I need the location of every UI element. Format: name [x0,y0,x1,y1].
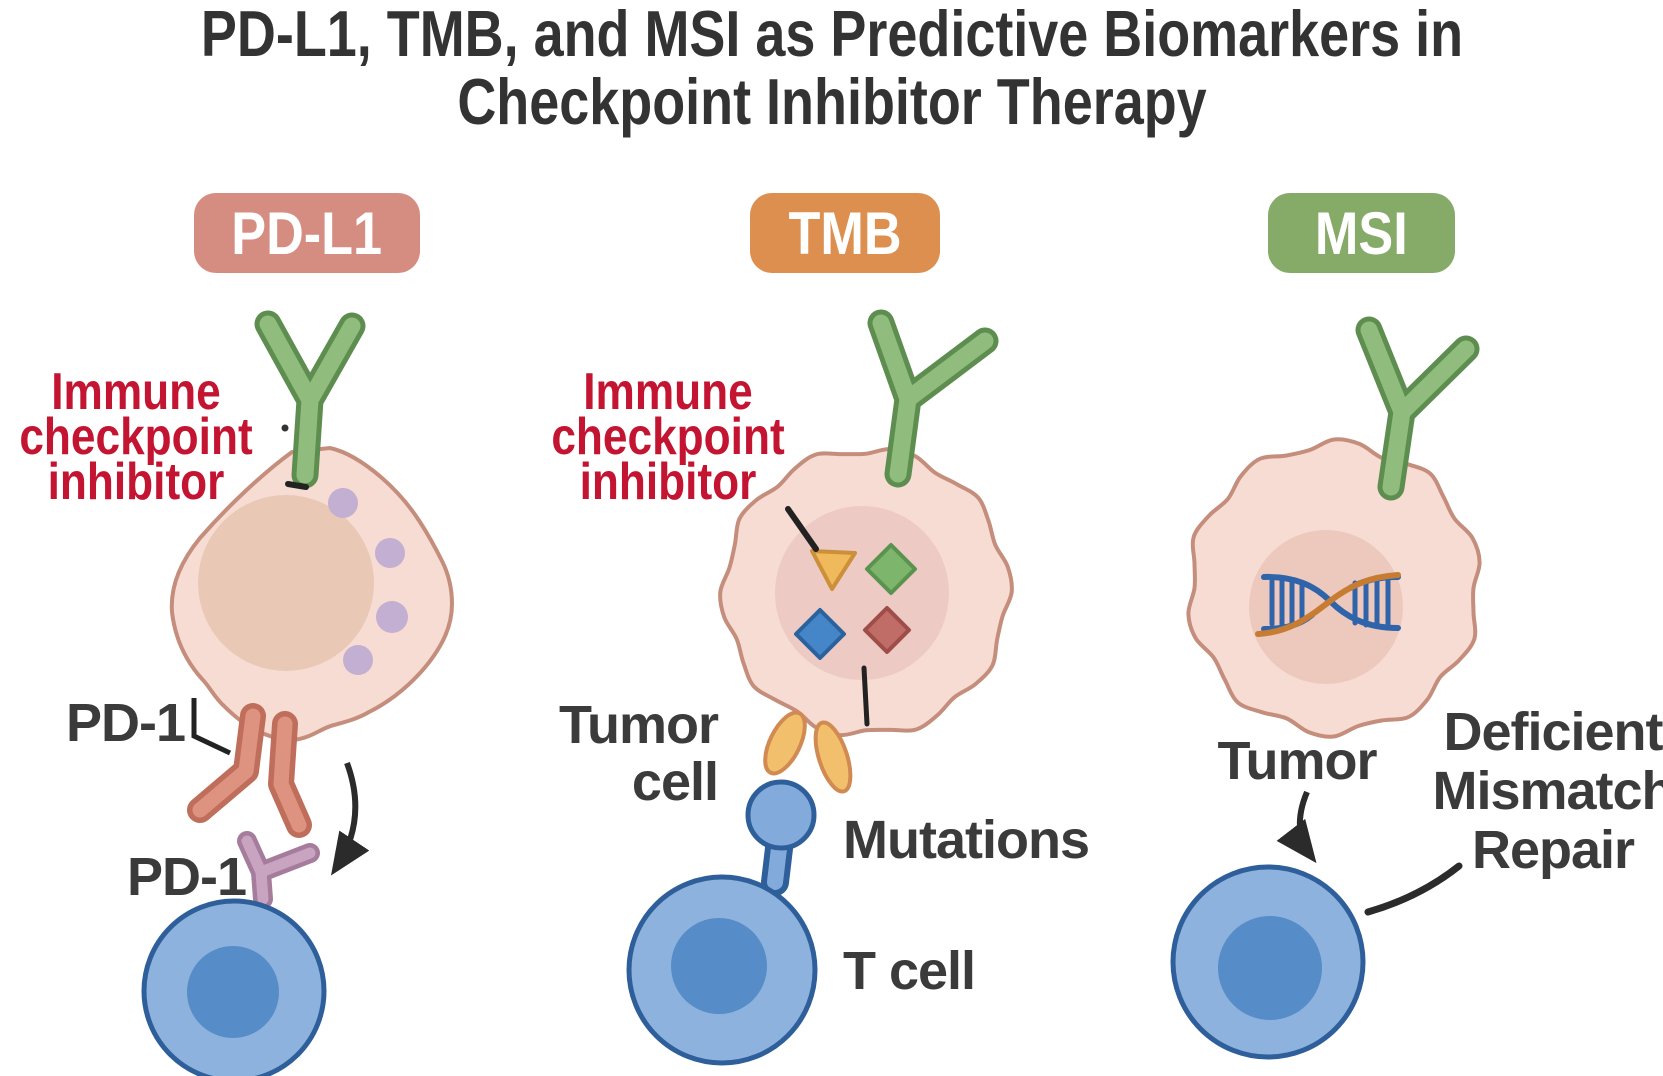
mutation-blue-diamond-icon [794,608,846,660]
pdl1-pd1-complex-icon [187,703,312,838]
badge-tmb: TMB [750,193,940,273]
pd1-label-bottom: PD-1 [126,847,247,907]
inhibitor-pointer-line [785,506,819,552]
pdl1-inhibitor-label: Immune checkpoint inhibitor [19,363,253,511]
mutations-label: Mutations [843,810,1090,870]
badge-msi: MSI [1268,193,1455,273]
t-cell-label: T cell [843,941,976,1001]
pdl1-t-cell-icon [141,898,327,1076]
pointer-dot [281,424,289,432]
mutation-fragments-icon [763,710,853,794]
mutations-pointer-line [861,665,870,727]
msi-tumor-cell-icon [1186,437,1482,739]
pd1-bracket [191,698,232,756]
pdl1-tumor-cell-icon [169,445,455,742]
tumor-arrow [1276,790,1317,864]
mutation-triangle-icon [810,549,857,591]
tmb-inhibitor-label: Immune checkpoint inhibitor [551,363,785,511]
tmb-antibody-icon [867,309,999,488]
tmb-t-cell-icon [626,779,818,1066]
badge-pdl1: PD-L1 [194,193,420,273]
dmr-pointer-curve [1364,862,1463,916]
title-line-1: PD-L1, TMB, and MSI as Predictive Biomar… [200,0,1463,70]
tumor-label: Tumor [1217,731,1378,791]
msi-t-cell-icon [1170,864,1366,1060]
figure-title: PD-L1, TMB, and MSI as Predictive Biomar… [200,0,1462,136]
mutation-green-diamond-icon [865,543,917,595]
msi-antibody-icon [1355,316,1480,501]
mutation-red-diamond-icon [863,606,911,654]
tumor-cell-label: Tumor cell [559,695,719,812]
pdl1-antibody-icon [254,310,366,489]
pd1-label-top: PD-1 [65,693,186,753]
pointer-dash [285,481,309,490]
binding-arrow [331,761,370,876]
dna-helix-icon [1255,572,1401,637]
title-line-2: Checkpoint Inhibitor Therapy [456,65,1207,138]
pd1-receptor-icon [237,831,320,909]
dmr-label: Deficient Mismatch Repair [1432,702,1663,880]
